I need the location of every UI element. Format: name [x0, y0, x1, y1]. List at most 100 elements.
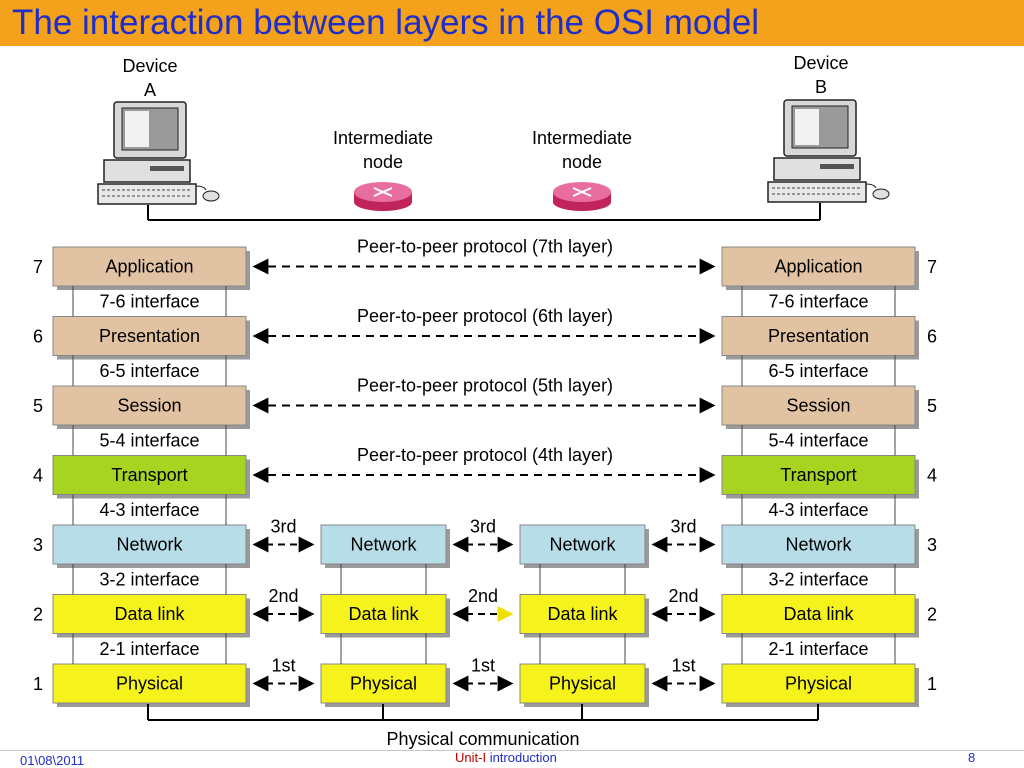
device-a-session-layer: Session: [52, 385, 250, 429]
device-b-physical-layer-label: Physical: [785, 674, 852, 694]
layer-number-right: 5: [927, 396, 937, 416]
node-2-data-link-layer-label: Data link: [547, 604, 618, 624]
peer-protocol-label: Peer-to-peer protocol (6th layer): [357, 306, 613, 326]
layer-number-left: 3: [33, 535, 43, 555]
device-b-interface: 7-6 interface: [741, 286, 896, 317]
node-1-physical-layer: Physical: [320, 663, 450, 707]
physical-communication-label: Physical communication: [386, 729, 579, 749]
device-a-interface: 7-6 interface: [72, 286, 227, 317]
device-a-physical-layer-label: Physical: [116, 674, 183, 694]
hop-label: 3rd: [270, 517, 296, 537]
layer-number-right: 3: [927, 535, 937, 555]
device-b-network-layer: Network: [721, 524, 919, 568]
computer-b-icon: [767, 99, 890, 203]
node-interface-connector: [539, 633, 626, 664]
interface-label: 7-6 interface: [768, 291, 868, 311]
interface-label: 7-6 interface: [99, 291, 199, 311]
router-icon: [354, 182, 412, 211]
osi-interaction-diagram: Device A Device B Intermediate node Inte…: [33, 53, 937, 749]
router-icon: [553, 182, 611, 211]
device-a-data-link-layer: Data link: [52, 594, 250, 638]
device-a-label-line2: A: [144, 80, 156, 100]
device-a-physical-layer: Physical: [52, 663, 250, 707]
title-bar: The interaction between layers in the OS…: [0, 0, 1024, 46]
footer-divider: [0, 750, 1024, 751]
device-a-network-layer-label: Network: [116, 535, 183, 555]
node-2-data-link-layer: Data link: [519, 594, 649, 638]
hop-label: 1st: [671, 656, 695, 676]
slide-title: The interaction between layers in the OS…: [12, 3, 760, 42]
peer-protocol-label: Peer-to-peer protocol (5th layer): [357, 376, 613, 396]
node-2-network-layer: Network: [519, 524, 649, 568]
device-b-data-link-layer: Data link: [721, 594, 919, 638]
device-b-interface: 2-1 interface: [741, 633, 896, 664]
device-b-session-layer: Session: [721, 385, 919, 429]
node-2-physical-layer: Physical: [519, 663, 649, 707]
layer-number-right: 4: [927, 466, 937, 486]
layer-number-left: 7: [33, 257, 43, 277]
interface-label: 4-3 interface: [99, 500, 199, 520]
node-1-network-layer: Network: [320, 524, 450, 568]
device-a-interface: 4-3 interface: [72, 494, 227, 525]
device-b-interface: 6-5 interface: [741, 355, 896, 386]
layer-number-right: 1: [927, 674, 937, 694]
device-a-presentation-layer: Presentation: [52, 316, 250, 360]
intermediate-node-2-label-line2: node: [562, 152, 602, 172]
hop-label: 1st: [271, 656, 295, 676]
layer-number-left: 6: [33, 327, 43, 347]
node-1-data-link-layer-label: Data link: [348, 604, 419, 624]
interface-label: 5-4 interface: [99, 430, 199, 450]
device-a-data-link-layer-label: Data link: [114, 604, 185, 624]
hop-label: 2nd: [668, 586, 698, 606]
intermediate-node-1-label-line2: node: [363, 152, 403, 172]
peer-protocol-label: Peer-to-peer protocol (4th layer): [357, 445, 613, 465]
footer-unit: Unit-I introduction: [455, 750, 557, 765]
layer-number-left: 2: [33, 605, 43, 625]
layer-number-left: 1: [33, 674, 43, 694]
interface-label: 2-1 interface: [99, 639, 199, 659]
node-2-network-layer-label: Network: [549, 535, 616, 555]
hop-label: 2nd: [268, 586, 298, 606]
intermediate-node-2-label-line1: Intermediate: [532, 128, 632, 148]
device-a-label-line1: Device: [122, 56, 177, 76]
device-b-physical-layer: Physical: [721, 663, 919, 707]
device-b-interface: 5-4 interface: [741, 425, 896, 456]
hop-label: 1st: [471, 656, 495, 676]
device-b-presentation-layer: Presentation: [721, 316, 919, 360]
layer-number-right: 6: [927, 327, 937, 347]
device-a-transport-layer-label: Transport: [111, 465, 187, 485]
device-b-transport-layer: Transport: [721, 455, 919, 499]
interface-label: 6-5 interface: [99, 361, 199, 381]
footer-date: 01\08\2011: [20, 753, 85, 768]
node-1-data-link-layer: Data link: [320, 594, 450, 638]
device-b-network-layer-label: Network: [785, 535, 852, 555]
interface-label: 5-4 interface: [768, 430, 868, 450]
interface-label: 6-5 interface: [768, 361, 868, 381]
device-b-application-layer: Application: [721, 246, 919, 290]
device-a-interface: 5-4 interface: [72, 425, 227, 456]
node-1-physical-layer-label: Physical: [350, 674, 417, 694]
device-b-data-link-layer-label: Data link: [783, 604, 854, 624]
footer-unit-label: Unit-I: [455, 750, 487, 765]
device-a-interface: 6-5 interface: [72, 355, 227, 386]
layer-number-left: 4: [33, 466, 43, 486]
page-number: 8: [968, 750, 976, 765]
interface-label: 2-1 interface: [768, 639, 868, 659]
hop-label: 3rd: [470, 517, 496, 537]
device-b-label-line2: B: [815, 77, 827, 97]
device-b-presentation-layer-label: Presentation: [768, 326, 869, 346]
device-a-network-layer: Network: [52, 524, 250, 568]
device-a-presentation-layer-label: Presentation: [99, 326, 200, 346]
node-interface-connector: [340, 564, 427, 595]
device-b-session-layer-label: Session: [786, 396, 850, 416]
interface-label: 3-2 interface: [99, 569, 199, 589]
node-interface-connector: [340, 633, 427, 664]
layer-number-right: 7: [927, 257, 937, 277]
device-b-label-line1: Device: [793, 53, 848, 73]
device-a-interface: 2-1 interface: [72, 633, 227, 664]
device-a-interface: 3-2 interface: [72, 564, 227, 595]
hop-label: 3rd: [670, 517, 696, 537]
layer-number-right: 2: [927, 605, 937, 625]
device-a-transport-layer: Transport: [52, 455, 250, 499]
node-2-physical-layer-label: Physical: [549, 674, 616, 694]
